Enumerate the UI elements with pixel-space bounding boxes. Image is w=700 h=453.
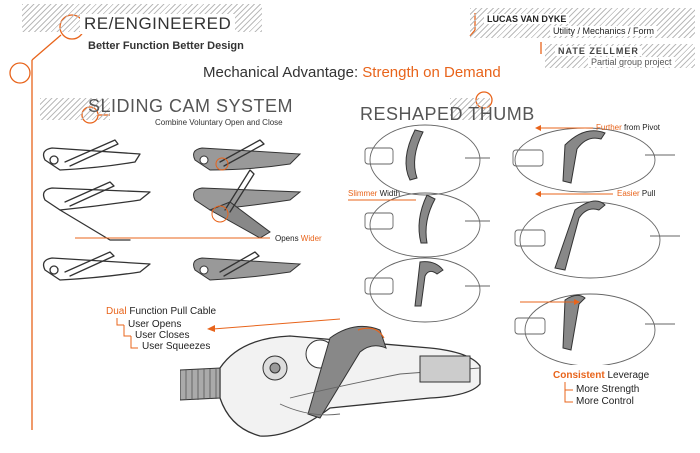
collaborator-note: Partial group project: [588, 57, 675, 67]
opens-wider-line: [75, 237, 270, 239]
easier-callout: Easier Pull: [617, 189, 655, 198]
dual-plain: Function Pull Cable: [126, 306, 217, 317]
consistent-highlight: Consistent: [553, 370, 605, 381]
brand-title: RE/ENGINEERED: [80, 14, 236, 34]
page-title-highlight: Strength on Demand: [362, 64, 501, 81]
consistent-item-1: More Strength: [576, 384, 640, 395]
consistent-plain: Leverage: [604, 370, 650, 381]
slimmer-callout: Slimmer Width: [348, 189, 400, 198]
page-title-prefix: Mechanical Advantage:: [203, 64, 363, 81]
author-roles: Utility / Mechanics / Form: [550, 26, 658, 36]
further-callout: Further from Pivot: [596, 123, 660, 132]
easier-plain: Pull: [639, 189, 656, 198]
thumb-sketches-left: [364, 124, 490, 323]
dual-item-2: User Closes: [135, 330, 190, 341]
slimmer-highlight: Slimmer: [348, 189, 378, 198]
hook-sketch: [180, 325, 481, 437]
opens-wider-highlight: Wider: [300, 234, 322, 243]
consistent-tree-lines: [564, 382, 573, 403]
consistent-item-2: More Control: [576, 396, 634, 407]
easier-line: [535, 191, 613, 197]
cam-hatch: [40, 98, 110, 120]
thumb-hatch: [450, 98, 490, 120]
sliding-cam-subheading: Combine Voluntary Open and Close: [155, 118, 283, 127]
page-title: Mechanical Advantage: Strength on Demand: [203, 64, 501, 81]
consistent-line: [520, 299, 580, 305]
sliding-cam-heading: SLIDING CAM SYSTEM: [88, 96, 294, 116]
dual-function-heading: Dual Function Pull Cable: [106, 306, 216, 317]
slimmer-line: [348, 199, 416, 201]
author-name: LUCAS VAN DYKE: [484, 14, 570, 24]
dual-item-1: User Opens: [128, 319, 182, 330]
dual-arrow: [207, 318, 341, 332]
further-highlight: Further: [596, 123, 622, 132]
opens-wider-plain: Opens: [275, 234, 301, 243]
slimmer-plain: Width: [377, 189, 401, 198]
dual-item-3: User Squeezes: [142, 341, 211, 352]
easier-highlight: Easier: [617, 189, 640, 198]
dual-tree-lines: [116, 318, 138, 349]
opens-wider-callout: Opens Wider: [275, 234, 322, 243]
reshaped-thumb-heading: RESHAPED THUMB: [360, 104, 535, 124]
dual-highlight: Dual: [106, 306, 127, 317]
consistent-heading: Consistent Leverage: [553, 370, 649, 381]
further-line: [535, 125, 593, 131]
brand-tagline: Better Function Better Design: [88, 40, 244, 52]
further-plain: from Pivot: [621, 123, 661, 132]
thumb-sketches-right: [512, 127, 680, 365]
collaborator-name: NATE ZELLMER: [555, 46, 642, 56]
sliding-cam-sketches: [42, 139, 302, 281]
